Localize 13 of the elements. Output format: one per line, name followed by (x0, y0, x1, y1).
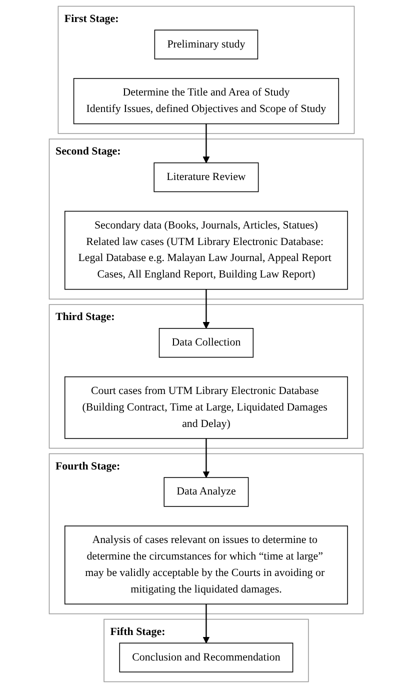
arrow (203, 289, 210, 329)
node-box: Conclusion and Recommendation (120, 642, 294, 672)
node-box: Court cases from UTM Library Electronic Database (Building Contract, Time at Large, Liquidated Damages and Delay) (64, 376, 348, 439)
arrow (203, 438, 210, 478)
arrow (203, 604, 210, 644)
arrow (203, 124, 210, 164)
node-box: Secondary data (Books, Journals, Articles, Statues) Related law cases (UTM Library Electronic Database: Legal Database e.g. Malayan Law Journal, Appeal Report Cases, All England Report, Building Law Report) (64, 210, 348, 290)
node-box: Data Collection (159, 328, 254, 358)
node-box: Data Analyze (164, 477, 249, 507)
node-box: Analysis of cases relevant on issues to determine to determine the circumstances for which “time at large” may be validly acceptable by the Courts in avoiding or mitigating the liquidated damages. (64, 526, 348, 604)
node-box: Literature Review (154, 162, 259, 192)
node-box: Determine the Title and Area of Study Identify Issues, defined Objectives and Scope of Study (74, 78, 340, 124)
node-box: Preliminary study (154, 30, 258, 60)
